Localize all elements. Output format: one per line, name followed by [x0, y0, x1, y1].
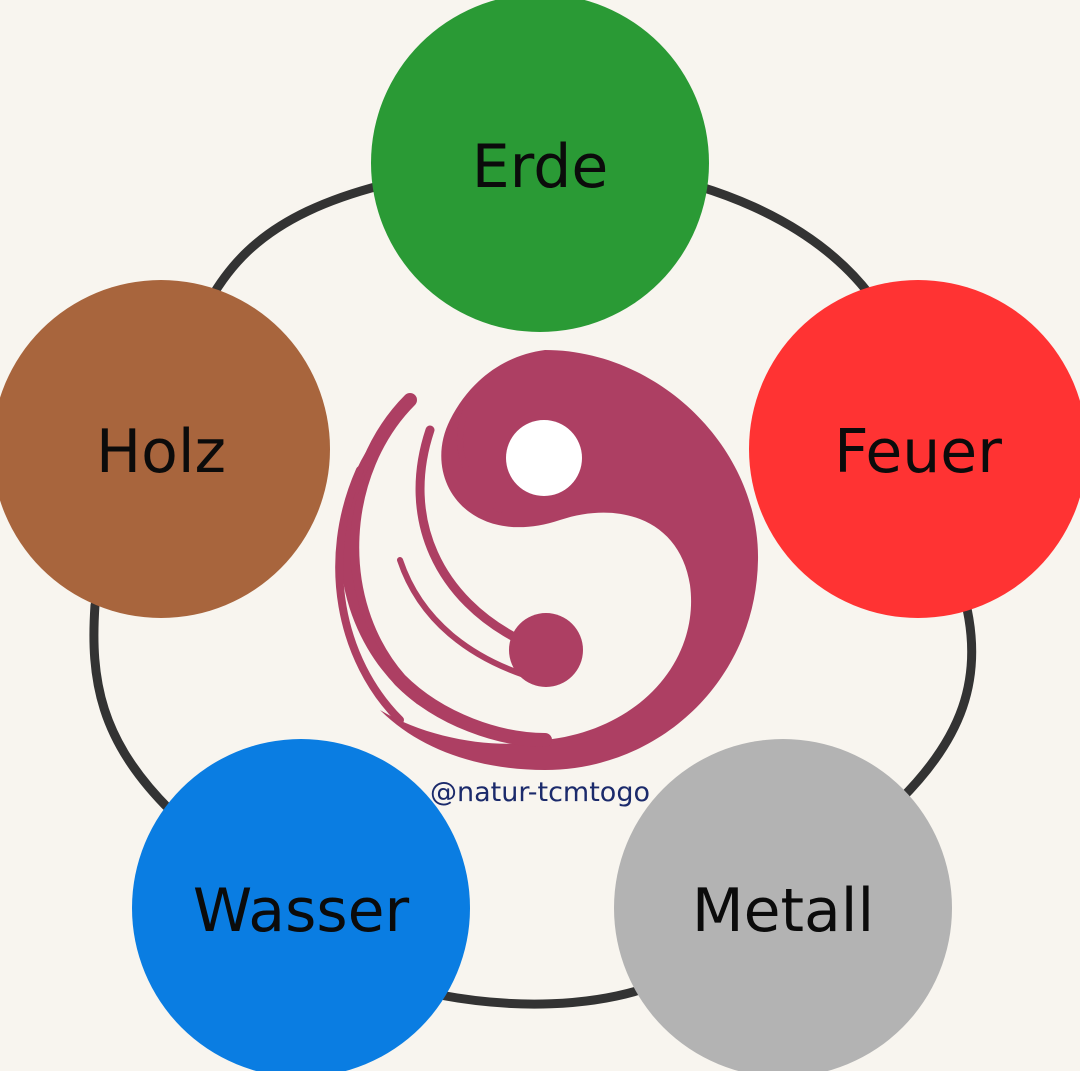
element-node-feuer: Feuer	[749, 280, 1080, 618]
element-circle	[371, 0, 709, 332]
yin-yang-brush-streak	[397, 557, 543, 683]
element-label: Metall	[692, 876, 874, 946]
yin-yang-dark-dot	[509, 613, 583, 687]
element-circle	[132, 739, 470, 1071]
yin-yang-brush-streak	[457, 397, 503, 513]
yin-yang-brush-streak	[415, 425, 525, 645]
element-node-wasser: Wasser	[132, 739, 470, 1071]
yin-yang-brush-icon	[335, 350, 759, 770]
yin-yang-light-dot	[506, 420, 582, 496]
element-node-metall: Metall	[614, 739, 952, 1071]
element-label: Feuer	[834, 417, 1002, 487]
yin-yang-dark-half	[380, 350, 759, 770]
yin-yang-brush-streak	[335, 466, 404, 724]
element-circle	[614, 739, 952, 1071]
element-label: Wasser	[193, 876, 410, 946]
element-node-erde: Erde	[371, 0, 709, 332]
handle-text: @natur-tcmtogo	[430, 777, 650, 808]
element-label: Erde	[472, 132, 609, 202]
element-node-holz: Holz	[0, 280, 330, 618]
element-circle	[0, 280, 330, 618]
element-circle	[749, 280, 1080, 618]
element-label: Holz	[96, 417, 226, 487]
